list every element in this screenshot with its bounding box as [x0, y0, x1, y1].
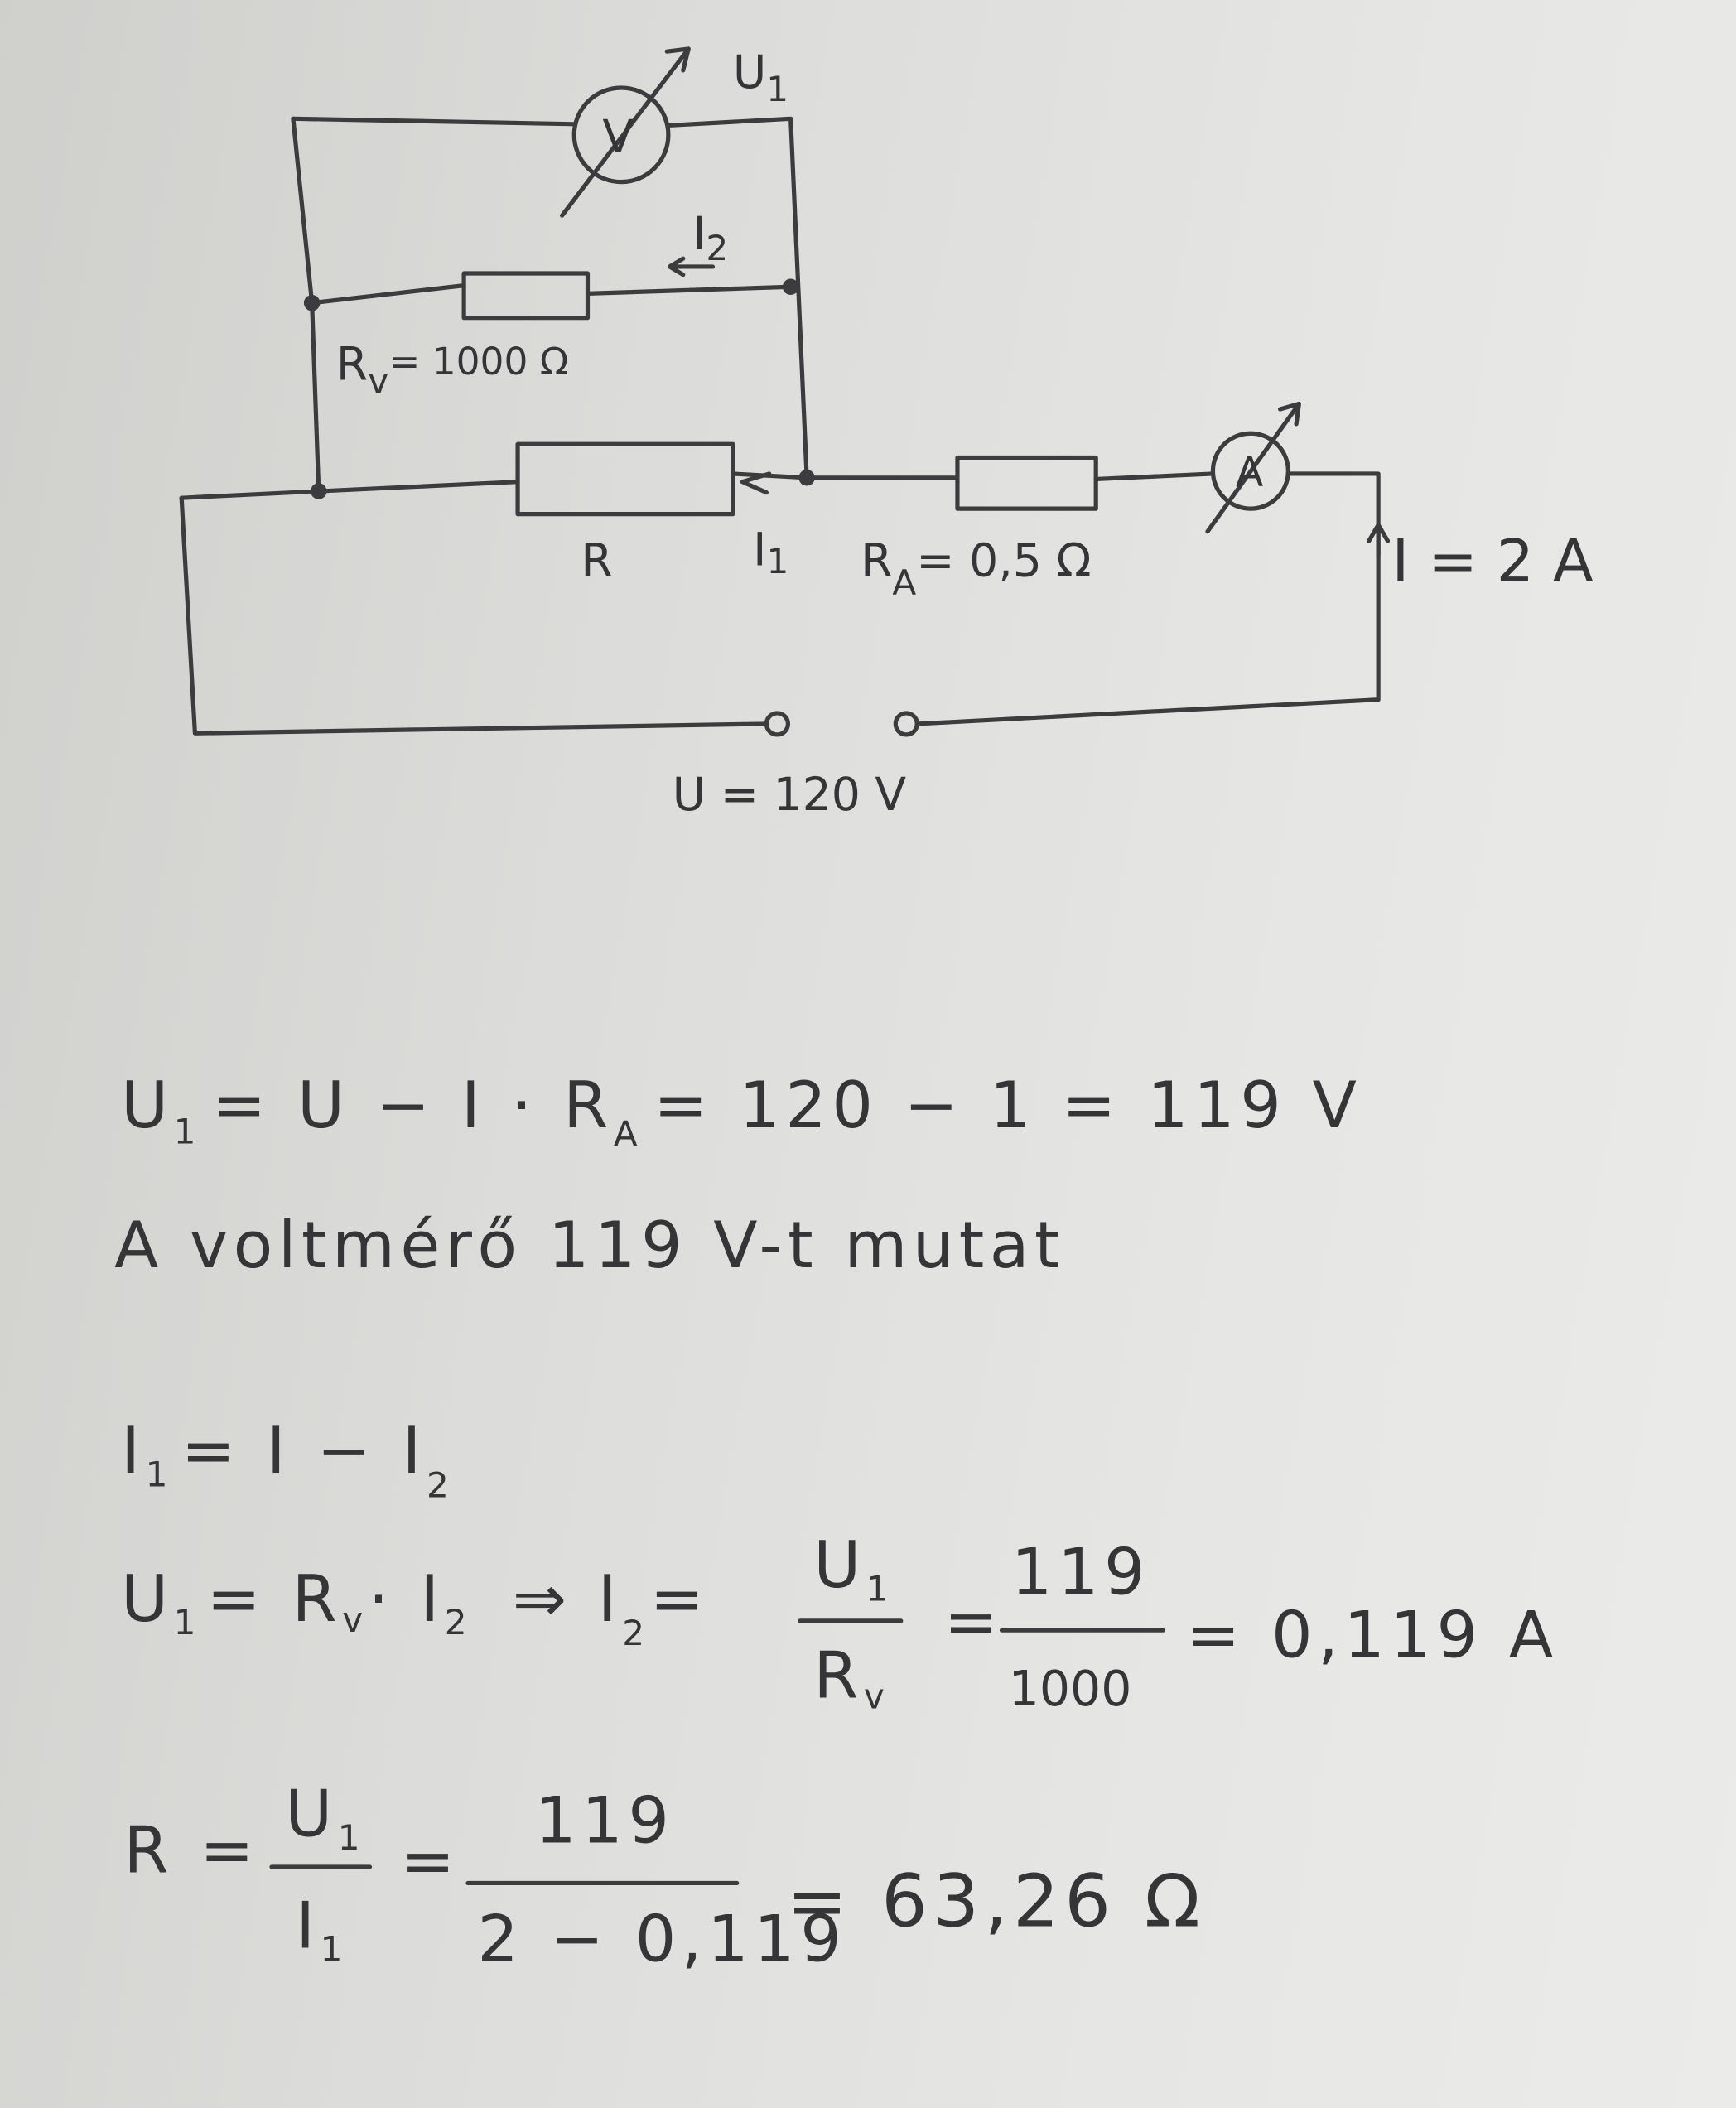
- circuit-diagram: V A U1 I2 Rv= 1000 Ω R I1 RA= 0,5 Ω I = …: [179, 46, 1594, 822]
- handwritten-text: 2: [622, 1613, 649, 1653]
- handwritten-text: I: [753, 523, 766, 576]
- node-dot: [782, 278, 799, 296]
- handwritten-text: R: [861, 534, 892, 587]
- handwritten-text: 119: [1011, 1535, 1150, 1609]
- u1-label: U1: [733, 46, 788, 109]
- handwritten-text: U1: [813, 1528, 894, 1609]
- handwritten-text: U: [733, 46, 766, 99]
- handwritten-text: = 0,5 Ω: [916, 534, 1091, 587]
- ra-label: RA= 0,5 Ω: [861, 534, 1092, 603]
- ammeter-symbol: A: [1236, 450, 1263, 496]
- handwritten-text: 1: [174, 1602, 201, 1643]
- wire-bottom: [179, 495, 769, 736]
- handwritten-text: = U − I · R: [212, 1068, 614, 1143]
- equation-i1: I1= I − I2: [121, 1414, 454, 1505]
- handwritten-text: R: [813, 1638, 864, 1713]
- resistor-rv: [461, 271, 591, 321]
- handwritten-text: 1: [321, 1929, 348, 1970]
- handwritten-text: 1000: [1009, 1661, 1132, 1717]
- current-i-arrow-icon: [1367, 523, 1391, 557]
- terminal-right: [893, 711, 919, 737]
- handwritten-text: = 120 − 1 = 119 V: [653, 1068, 1362, 1143]
- rv-label: Rv= 1000 Ω: [336, 338, 569, 401]
- ammeter: [1210, 431, 1290, 511]
- handwritten-text: v: [342, 1599, 368, 1640]
- equation-i2: U1= Rv· I2⇒ I2= U1 Rv = 119 1000 = 0,119…: [121, 1528, 1559, 1717]
- i2-label: I2: [692, 208, 728, 268]
- handwritten-text: A: [614, 1114, 643, 1155]
- node-dot: [303, 295, 321, 311]
- solution: U1= U − I · RA= 120 − 1 = 119 V A voltmé…: [114, 1068, 1559, 1977]
- handwritten-text: 2: [706, 228, 728, 268]
- handwritten-text: R =: [123, 1813, 259, 1888]
- handwritten-text: ⇒ I: [513, 1562, 623, 1637]
- wire-voltmeter-top: [291, 116, 809, 480]
- i1-label: I1: [753, 523, 788, 581]
- voltmeter-symbol: V: [602, 111, 634, 164]
- handwritten-text: =: [944, 1585, 1004, 1659]
- node-dot: [798, 470, 815, 486]
- handwritten-text: 1: [174, 1111, 201, 1151]
- handwritten-text: U1= Rv· I2⇒ I2=: [121, 1562, 709, 1653]
- resistor-r: [515, 441, 735, 517]
- handwritten-text: 2: [427, 1464, 454, 1505]
- handwritten-text: 119: [535, 1784, 674, 1859]
- handwritten-text: · I: [369, 1562, 445, 1637]
- handwritten-text: = 0,119 A: [1186, 1599, 1559, 1673]
- handwritten-text: v: [864, 1676, 890, 1716]
- equation-u1: U1 = U − I · RA= 120 − 1 = 119 V: [121, 1068, 1362, 1155]
- i-label: I = 2 A: [1391, 527, 1593, 596]
- handwritten-text: = I − I: [181, 1414, 427, 1488]
- wire-main: [179, 471, 1381, 726]
- handwritten-text: v: [368, 361, 388, 402]
- handwritten-text: U: [285, 1778, 338, 1852]
- handwritten-text: U1: [285, 1778, 365, 1858]
- handwritten-text: = 1000 Ω: [388, 340, 568, 383]
- handwritten-text: I: [692, 208, 706, 261]
- wire-rv-branch: [310, 283, 793, 306]
- handwritten-text: 1: [146, 1454, 173, 1494]
- handwritten-text: I1: [296, 1889, 348, 1969]
- handwritten-text: R: [336, 338, 368, 391]
- handwritten-text: Rv: [813, 1638, 890, 1716]
- handwritten-text: U: [121, 1562, 174, 1637]
- handwritten-text: =: [401, 1824, 461, 1898]
- handwritten-text: 1: [866, 1568, 894, 1609]
- terminal-left: [764, 711, 790, 737]
- equation-r: R = U1 I1 = 119 2 − 0,119 = 63,26 Ω: [123, 1778, 1206, 1977]
- handwritten-text: 2 − 0,119: [477, 1903, 846, 1977]
- handwritten-text: 1: [338, 1817, 365, 1858]
- handwritten-text: U: [121, 1068, 174, 1143]
- handwritten-text: A: [892, 562, 916, 603]
- handwritten-text: =: [650, 1562, 710, 1637]
- handwritten-text: 1: [766, 69, 788, 109]
- handwritten-text: U: [813, 1528, 866, 1603]
- node-dot: [311, 483, 327, 499]
- voltmeter-reading-text: A voltmérő 119 V-t mutat: [114, 1208, 1065, 1283]
- r-label: R: [581, 534, 612, 587]
- handwritten-text: 2: [445, 1602, 472, 1643]
- handwritten-text: I: [296, 1889, 320, 1963]
- resistor-ra: [955, 455, 1098, 511]
- handwritten-text: = 63,26 Ω: [787, 1859, 1206, 1943]
- handwritten-text: 1: [766, 541, 788, 581]
- handwritten-text: I: [121, 1414, 145, 1488]
- ammeter-arrow-icon: [1205, 401, 1301, 534]
- current-i1-arrow-icon: [740, 471, 772, 495]
- u-label: U = 120 V: [673, 769, 907, 822]
- voltmeter: [571, 85, 671, 185]
- voltmeter-arrow-icon: [560, 46, 691, 218]
- handwritten-text: = R: [207, 1562, 343, 1637]
- current-i2-arrow-icon: [667, 256, 716, 277]
